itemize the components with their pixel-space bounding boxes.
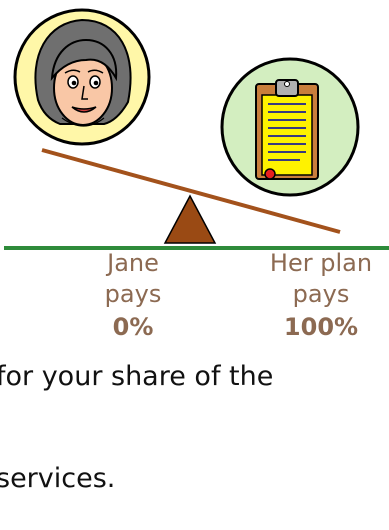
- caption-text: for your share of the services.: [0, 292, 273, 530]
- left-payer-name: Jane: [107, 249, 159, 277]
- left-payer-percent: 0%: [112, 313, 154, 341]
- clipboard-document-icon: [220, 57, 360, 197]
- right-payer-percent: 100%: [283, 313, 359, 341]
- seesaw-illustration: [4, 8, 389, 250]
- seesaw-beam: [41, 148, 341, 234]
- left-payer-verb: pays: [104, 280, 162, 308]
- jane-face-icon: [13, 8, 151, 146]
- caption-line-2: services.: [0, 463, 116, 494]
- caption-line-1: for your share of the: [0, 361, 274, 392]
- seesaw-fulcrum: [163, 194, 217, 244]
- right-payer-verb: pays: [292, 280, 350, 308]
- right-payer-name: Her plan: [269, 249, 373, 277]
